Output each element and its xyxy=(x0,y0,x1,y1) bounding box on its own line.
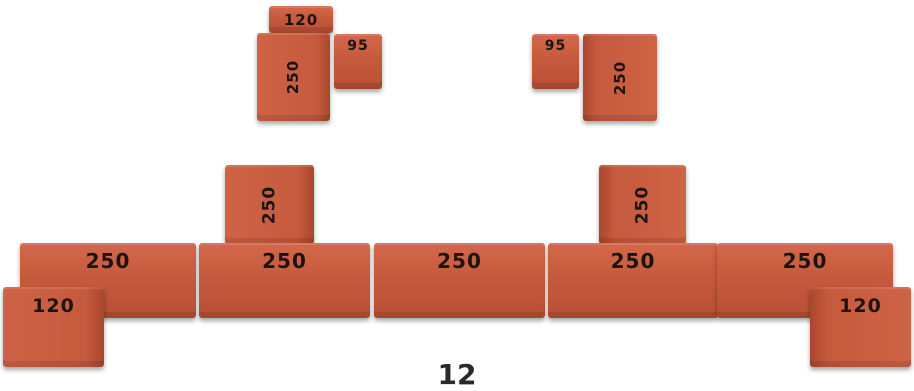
brick-label: 95 xyxy=(334,34,382,89)
page-number: 12 xyxy=(437,358,477,391)
brick-250-top-left: 250 xyxy=(257,33,330,121)
brick-95-left: 95 xyxy=(334,34,382,89)
brick-250-vertical-right: 250 xyxy=(599,165,686,244)
brick-label: 120 xyxy=(810,287,911,367)
brick-95-right: 95 xyxy=(532,34,579,89)
brick-label: 120 xyxy=(269,6,333,33)
brick-120-bottom-left: 120 xyxy=(3,287,104,367)
brick-label: 250 xyxy=(548,243,718,318)
brick-250-vertical-left: 250 xyxy=(225,165,314,244)
brick-illustration: 120 250 95 95 250 250 250 250 250 250 25… xyxy=(0,0,914,372)
brick-label: 250 xyxy=(260,185,280,224)
brick-250-row-3: 250 xyxy=(374,243,545,318)
brick-120-top: 120 xyxy=(269,6,333,33)
brick-120-bottom-right: 120 xyxy=(810,287,911,367)
brick-label: 250 xyxy=(374,243,545,318)
brick-250-row-4: 250 xyxy=(548,243,718,318)
brick-label: 120 xyxy=(3,287,104,367)
brick-label: 250 xyxy=(611,60,629,94)
brick-250-top-right: 250 xyxy=(583,34,657,121)
brick-label: 250 xyxy=(285,60,303,94)
brick-250-row-2: 250 xyxy=(199,243,370,318)
brick-label: 250 xyxy=(199,243,370,318)
brick-label: 95 xyxy=(532,34,579,89)
brick-label: 250 xyxy=(633,185,653,224)
